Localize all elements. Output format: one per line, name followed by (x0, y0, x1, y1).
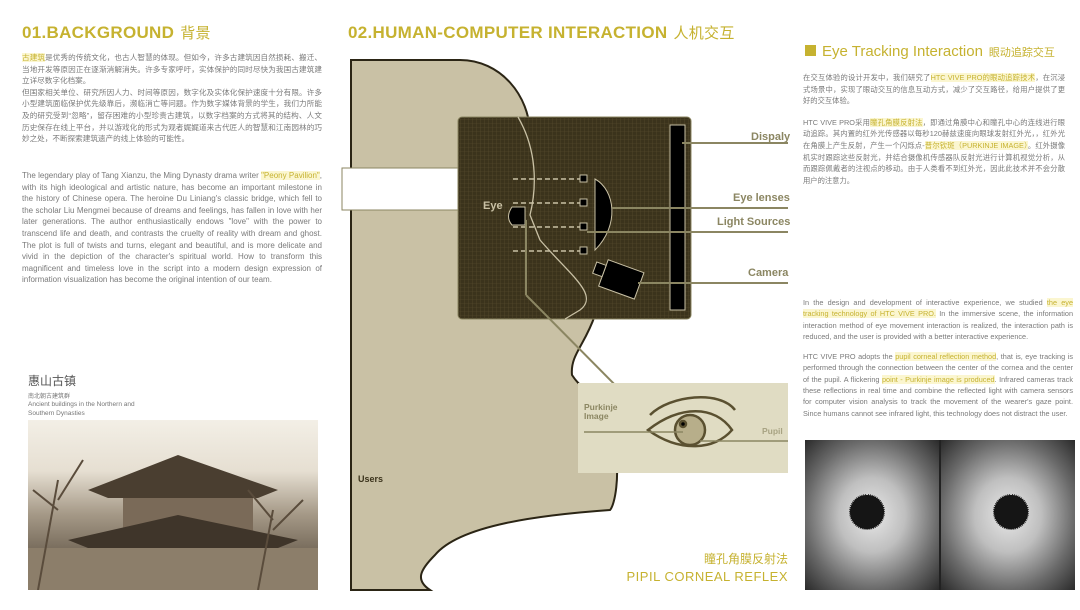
headset-diagram (341, 59, 788, 591)
highlight: HTC VIVE PRO的眼动追踪技术 (930, 73, 1036, 82)
title-en: 01.BACKGROUND (22, 23, 175, 42)
section-hci-title: 02.HUMAN-COMPUTER INTERACTION 人机交互 (348, 22, 735, 43)
headset-strap (341, 167, 463, 211)
caption-cn: 瞳孔角膜反射法 (703, 552, 788, 566)
label-purkinje-image: Purkinje Image (584, 402, 618, 421)
text: , with its high ideological and artistic… (22, 171, 322, 285)
text: HTC VIVE PRO adopts the (803, 352, 896, 362)
eye-shape (508, 206, 526, 226)
title-cn: 人机交互 (673, 24, 735, 42)
camera-icon (592, 259, 645, 300)
light-sources (579, 174, 588, 255)
highlight: pupil corneal reflection method (895, 352, 997, 362)
label-users: Users (358, 474, 384, 484)
eye-tracking-cn-text: 在交互体验的设计开发中，我们研究了HTC VIVE PRO的眼动追踪技术，在沉浸… (803, 72, 1065, 186)
text: In the immersive scene, the information … (803, 309, 1073, 341)
infrared-eye-photos (805, 440, 1075, 590)
eye-diagram-icon (645, 396, 736, 448)
caption-title: 惠山古镇 (28, 374, 77, 388)
title-en: 02.HUMAN-COMPUTER INTERACTION (348, 23, 668, 42)
text: ，即通过角膜中心和瞳孔中心的连线进行眼动追踪。其内置的红外光传感器以每秒120赫… (803, 117, 1066, 150)
text: . Infrared cameras track these reflectio… (803, 374, 1073, 418)
text: 是优秀的传统文化，也古人智慧的体现。但如今，许多古建筑因自然损耗、搬迁、当地开发… (22, 53, 323, 86)
eye-tracking-en-text: In the design and development of interac… (803, 297, 1074, 419)
highlight: 古建筑 (22, 53, 46, 62)
title-cn: 眼动追踪交互 (988, 46, 1055, 59)
label-light-sources: Light Sources (717, 216, 791, 228)
caption-sub: 南北朝古建筑群 (28, 394, 71, 400)
diagram-caption: 瞳孔角膜反射法 PIPIL CORNEAL REFLEX (627, 550, 788, 584)
text: The legendary play of Tang Xianzu, the M… (22, 171, 262, 180)
text: In the design and development of interac… (803, 298, 1047, 307)
leader-lines (525, 142, 788, 401)
text: 但国家相关单位、研究所因人力、时间等原因，数字化及实体化保护速度十分有限。许多小… (22, 87, 322, 144)
caption-en: PIPIL CORNEAL REFLEX (626, 569, 788, 584)
label-display: Dispaly (751, 131, 791, 143)
title-en: Eye Tracking Interaction (822, 43, 983, 60)
highlight: point - Purkinje image is produced (881, 374, 995, 384)
background-en-text: The legendary play of Tang Xianzu, the M… (22, 170, 322, 286)
title-cn: 背景 (180, 24, 211, 42)
left-eye-photo (805, 440, 939, 590)
caption-en: Ancient buildings in the Northern and So… (28, 401, 135, 417)
ancient-building-photo (28, 420, 318, 590)
text: HTC VIVE PRO采用 (803, 117, 871, 127)
label-camera: Camera (748, 267, 789, 279)
display-panel (669, 124, 686, 311)
right-eye-photo (941, 440, 1075, 590)
photo-caption: 惠山古镇 南北朝古建筑群 Ancient buildings in the No… (28, 372, 138, 418)
pupil (849, 494, 885, 530)
text: , that is, eye tracking is performed thr… (803, 352, 1073, 384)
eye-tracking-title: Eye Tracking Interaction 眼动追踪交互 (805, 43, 1055, 61)
text: 在交互体验的设计开发中，我们研究了 (803, 73, 931, 82)
square-bullet-icon (805, 45, 816, 56)
label-pupil: Pupil (762, 426, 783, 436)
text: 。红外摄像机实时跟踪这些反射光，并结合摄像机传感器队反射光进行计算机视觉分析，从… (803, 140, 1066, 185)
highlight: 普尔钦斑（PURKINJE IMAGE） (924, 140, 1028, 150)
label-eye-lenses: Eye lenses (733, 192, 790, 204)
section-background-title: 01.BACKGROUND 背景 (22, 22, 211, 43)
light-rays (513, 178, 580, 252)
highlight: 瞳孔角膜反射法 (870, 117, 923, 127)
label-eye: Eye (483, 200, 503, 212)
highlight: "Peony Pavilion" (261, 171, 320, 180)
pupil (993, 494, 1029, 530)
text: ，在沉浸式场景中，实现了眼动交互的信息互动方式，减少了交互路径，给用户提供了更好… (803, 73, 1066, 106)
background-cn-text: 古建筑是优秀的传统文化，也古人智慧的体现。但如今，许多古建筑因自然损耗、搬迁、当… (22, 52, 322, 145)
building-illustration (28, 455, 318, 590)
